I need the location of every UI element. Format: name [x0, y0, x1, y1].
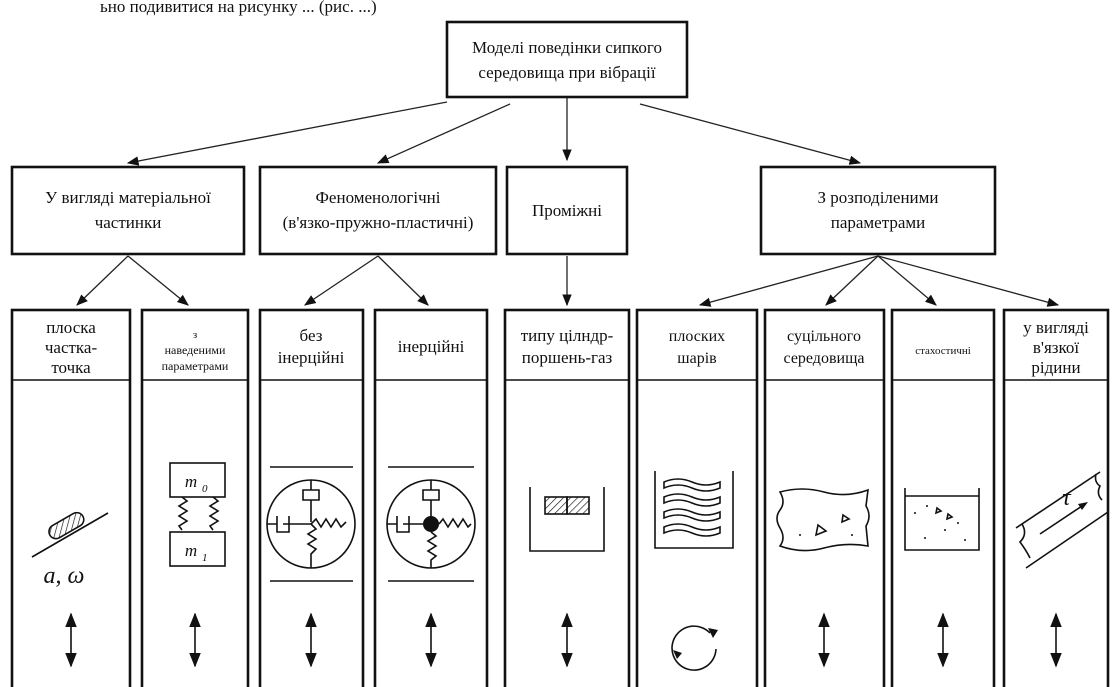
root-node: Моделі поведінки сипкого середовища при … [445, 20, 689, 99]
cylinder-piston-icon [529, 487, 605, 552]
category-phenomenological-line1: Феноменологічні [316, 188, 441, 207]
leaf-reduced-params-line3: параметрами [162, 359, 229, 373]
root-label-line2: середовища при вібрації [478, 63, 655, 82]
leaf-plane-point-line3: точка [51, 358, 91, 377]
leaf-frames [10, 308, 1110, 687]
inertial-rheology-icon [386, 466, 476, 582]
leaf-non-inertial: без інерційні [278, 326, 345, 367]
leaf-inertial: інерційні [398, 337, 465, 356]
tau-label: τ [1062, 485, 1072, 511]
category-phenomenological-line2: (в'язко-пружно-пластичні) [283, 213, 474, 232]
svg-text:m: m [185, 472, 197, 491]
leaf-stochastic-line1: стахостичні [915, 345, 971, 357]
leaf-plane-layers-line2: шарів [677, 350, 717, 367]
category-material: У вигляді матеріальної частинки [10, 165, 246, 256]
leaf-cylinder-piston-line1: типу цілндр- [521, 326, 614, 345]
plane-layers-icon [654, 471, 734, 549]
m0-subscript: 0 [202, 483, 208, 495]
leaf-reduced-params-line1: з [193, 329, 197, 341]
svg-text:1: 1 [202, 552, 208, 564]
m0-label: m [185, 472, 197, 491]
stochastic-medium-icon [904, 488, 980, 551]
particle-on-incline-icon: a, ω [31, 511, 109, 589]
leaf-continuous-medium-line1: суцільного [787, 328, 861, 345]
m1-label: m [185, 541, 197, 560]
two-mass-spring-icon: m 0 m 1 [169, 462, 226, 567]
leaf-plane-layers: плоских шарів [669, 328, 725, 367]
leaf-stochastic: стахостичні [915, 345, 971, 357]
category-distributed-line2: параметрами [831, 213, 926, 232]
vibration-arrows [65, 612, 1062, 668]
header-text-fragment: ьно подивитися на рисунку ... (рис. ...) [100, 0, 377, 16]
category-intermediate-line1: Проміжні [532, 201, 602, 220]
svg-text:0: 0 [202, 483, 208, 495]
leaf-viscous-fluid-line3: рідини [1031, 358, 1080, 377]
leaf-reduced-params: з наведеними параметрами [162, 329, 229, 373]
category-distributed: З розподіленими параметрами [759, 165, 997, 256]
leaf-plane-point-line1: плоска [46, 318, 96, 337]
category-material-line1: У вигляді матеріальної [45, 188, 211, 207]
a-omega-label: a, ω [44, 563, 85, 589]
category-edges [76, 255, 1060, 307]
continuous-medium-icon [776, 488, 870, 552]
leaf-non-inertial-line1: без [300, 326, 323, 345]
svg-text:m: m [185, 541, 197, 560]
leaf-continuous-medium-line2: середовища [784, 350, 865, 367]
leaf-inertial-line1: інерційні [398, 337, 465, 356]
leaf-viscous-fluid-line1: у вигляді [1023, 318, 1089, 337]
non-inertial-rheology-icon [266, 466, 356, 582]
leaf-plane-layers-line1: плоских [669, 328, 725, 345]
leaf-viscous-fluid-line2: в'язкої [1033, 338, 1080, 357]
leaf-plane-point: плоска частка- точка [45, 318, 98, 377]
viscous-channel-icon: τ [1015, 471, 1109, 569]
leaf-reduced-params-line2: наведеними [165, 343, 226, 357]
leaf-viscous-fluid: у вигляді в'язкої рідини [1023, 318, 1089, 377]
root-label-line1: Моделі поведінки сипкого [472, 38, 662, 57]
leaf-non-inertial-line2: інерційні [278, 348, 345, 367]
category-distributed-line1: З розподіленими [817, 188, 938, 207]
category-material-line2: частинки [95, 213, 162, 232]
root-edges [126, 98, 862, 166]
leaf-continuous-medium: суцільного середовища [784, 328, 865, 367]
leaf-cylinder-piston: типу цілндр- поршень-газ [521, 326, 614, 367]
category-intermediate: Проміжні [505, 165, 629, 256]
category-phenomenological: Феноменологічні (в'язко-пружно-пластичні… [258, 165, 498, 256]
m1-subscript: 1 [202, 552, 208, 564]
rotation-icon [671, 625, 718, 671]
leaf-cylinder-piston-line2: поршень-газ [522, 348, 613, 367]
leaf-plane-point-line2: частка- [45, 338, 98, 357]
